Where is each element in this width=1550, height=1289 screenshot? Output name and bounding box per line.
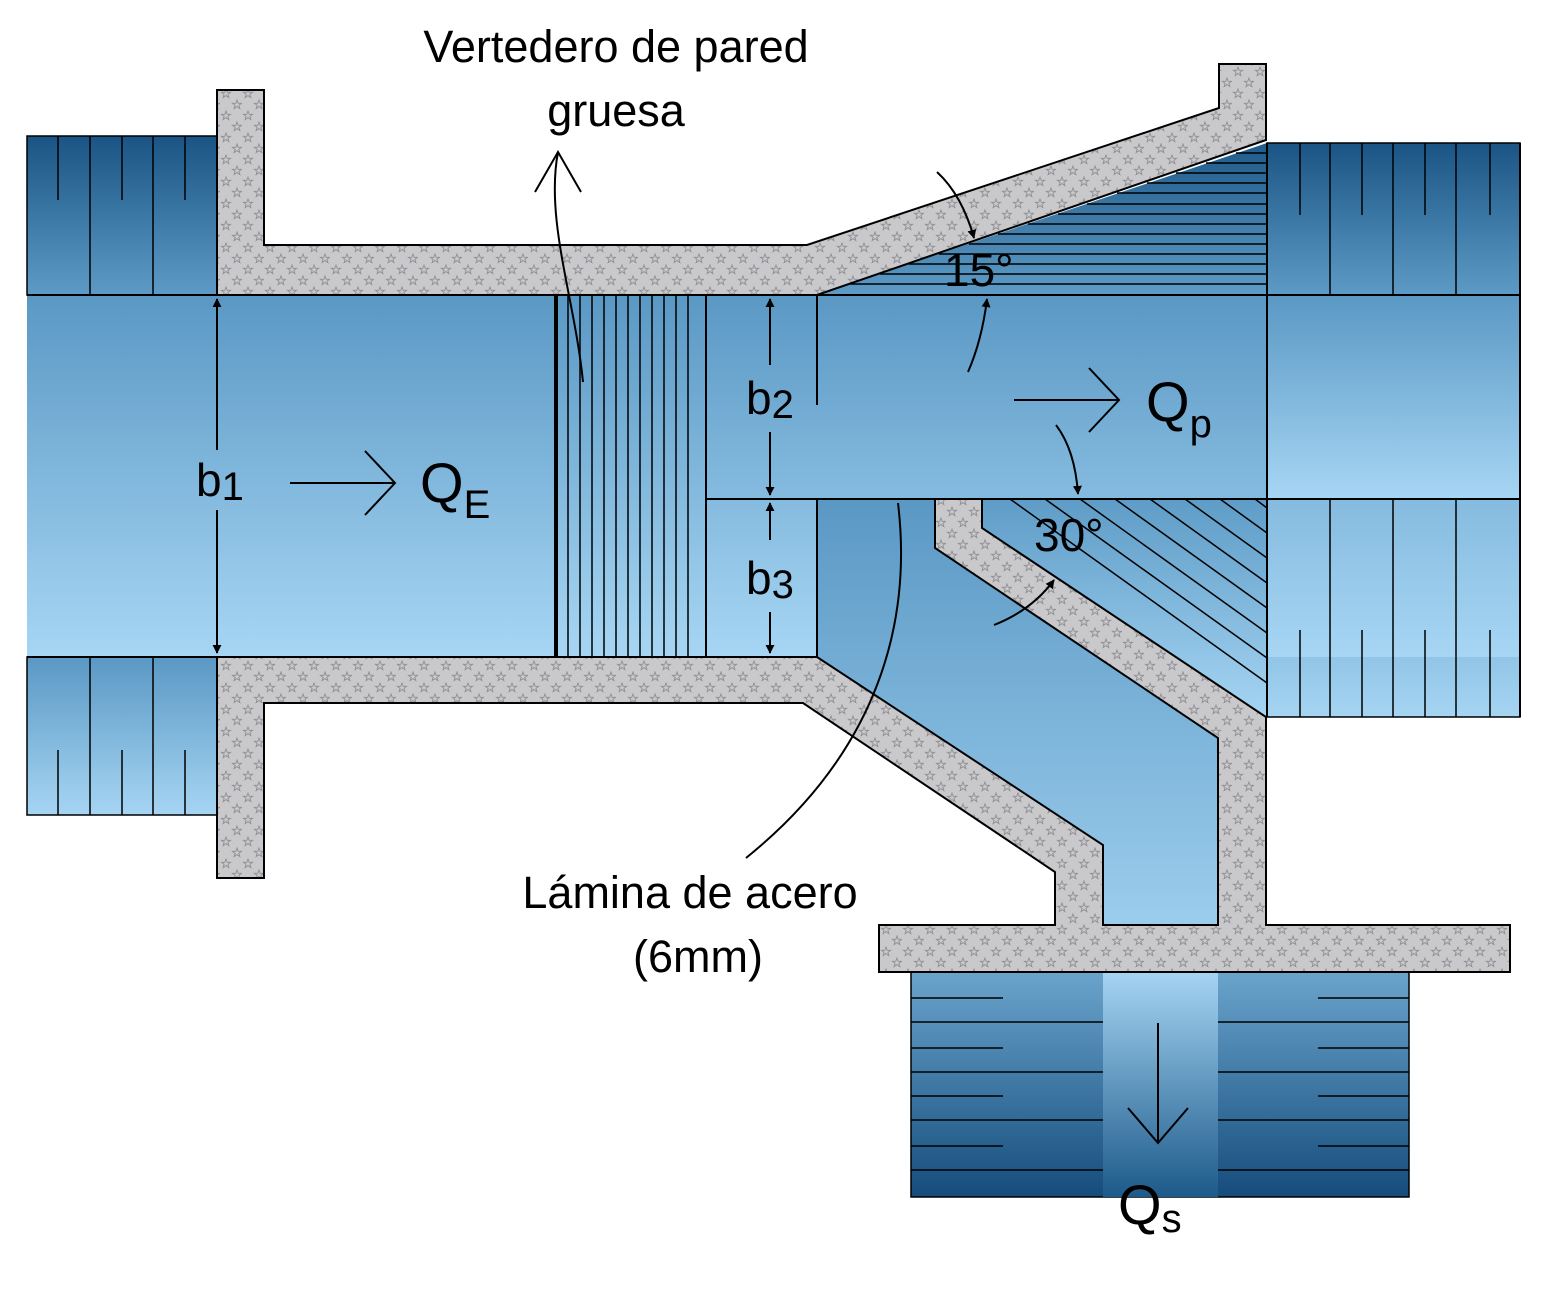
dimension-arrows <box>212 298 775 654</box>
inlet-flow-arrow <box>290 450 397 516</box>
qs-label: Qs <box>1118 1173 1182 1241</box>
upper-wedge-hatching <box>850 152 1267 285</box>
weir-label-line1: Vertedero de pared <box>423 21 808 72</box>
structure-lines <box>27 143 1521 717</box>
angle-15-label: 15° <box>944 244 1014 296</box>
b2-label: b2 <box>746 372 794 427</box>
plate-label-line2: (6mm) <box>633 931 763 982</box>
angle-30-arc-upper <box>1055 424 1082 495</box>
left-lower-reservoir <box>26 656 221 816</box>
qp-label: Qp <box>1146 370 1212 446</box>
weir-label-line2: gruesa <box>547 85 686 136</box>
qs-sub: s <box>1162 1197 1182 1241</box>
qe-sub: E <box>464 483 491 527</box>
qs-main: Q <box>1118 1173 1162 1236</box>
angle-markers <box>936 171 1082 626</box>
weir-leader-head <box>534 149 582 193</box>
lower-wedge-hatching <box>1009 498 1268 684</box>
side-channel-water <box>817 499 1218 1000</box>
qe-main: Q <box>420 451 464 514</box>
angle-15-arc-upper <box>936 171 977 239</box>
b2-sub: 2 <box>772 383 794 427</box>
b1-sub: 1 <box>222 465 244 509</box>
broad-crested-weir <box>554 295 689 657</box>
flow-arrows <box>290 367 1189 1145</box>
b1-main: b <box>196 454 222 506</box>
qp-main: Q <box>1146 370 1190 433</box>
b2-main: b <box>746 372 772 424</box>
text-labels: Vertedero de pared gruesa Lámina de acer… <box>196 21 1212 1241</box>
b1-label: b1 <box>196 454 244 509</box>
reservoir-ticks <box>57 136 1491 1171</box>
lower-hatched-wedge <box>982 499 1267 717</box>
leader-lines <box>534 149 903 859</box>
b3-label: b3 <box>746 552 794 607</box>
b3-main: b <box>746 552 772 604</box>
outlet-pipe-water <box>1103 972 1218 1197</box>
side-flow-arrow <box>1127 1023 1189 1145</box>
b3-sub: 3 <box>772 563 794 607</box>
angle-15-arc-lower <box>967 298 991 373</box>
plate-label-line1: Lámina de acero <box>522 867 857 918</box>
water-regions <box>26 135 1521 1198</box>
right-mid-band <box>1267 295 1520 499</box>
angle-30-label: 30° <box>1034 509 1104 561</box>
left-upper-reservoir <box>26 135 221 296</box>
qe-label: QE <box>420 451 490 527</box>
passing-flow-arrow <box>1014 367 1121 433</box>
angle-30-arc-lower <box>993 579 1055 626</box>
qp-sub: p <box>1190 402 1212 446</box>
left-bottom-wall <box>216 498 1511 973</box>
plate-leader <box>745 502 903 859</box>
weir-leader <box>553 151 584 383</box>
